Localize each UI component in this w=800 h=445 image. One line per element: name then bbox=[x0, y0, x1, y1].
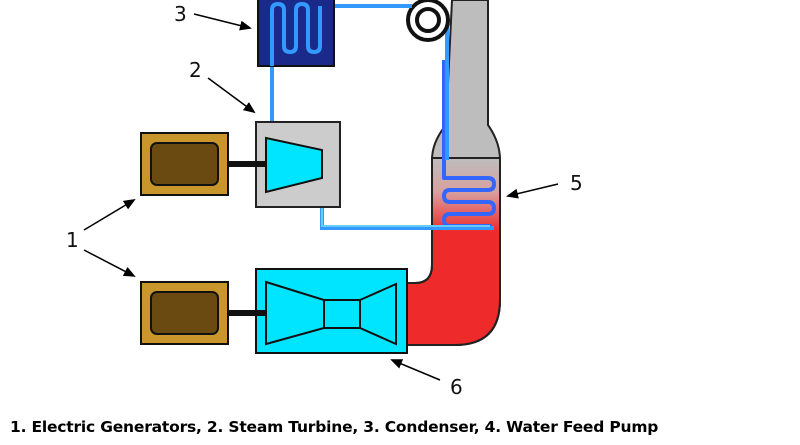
condenser bbox=[257, 0, 335, 67]
shafts bbox=[228, 161, 266, 316]
steam-turbine bbox=[255, 121, 341, 208]
electric-generator-top bbox=[140, 132, 229, 196]
legend-caption: 1. Electric Generators, 2. Steam Turbine… bbox=[10, 418, 659, 436]
callout-6: 6 bbox=[450, 375, 463, 399]
callout-arrows bbox=[83, 13, 559, 381]
gas-turbine bbox=[255, 268, 408, 354]
water-feed-pump bbox=[406, 0, 450, 42]
callout-2: 2 bbox=[189, 58, 202, 82]
heat-recovery-steam-generator bbox=[394, 157, 501, 346]
callout-3: 3 bbox=[174, 2, 187, 26]
hrsg-coil bbox=[442, 60, 496, 228]
electric-generator-bottom bbox=[140, 281, 229, 345]
callout-5: 5 bbox=[570, 171, 583, 195]
callout-1: 1 bbox=[66, 228, 79, 252]
